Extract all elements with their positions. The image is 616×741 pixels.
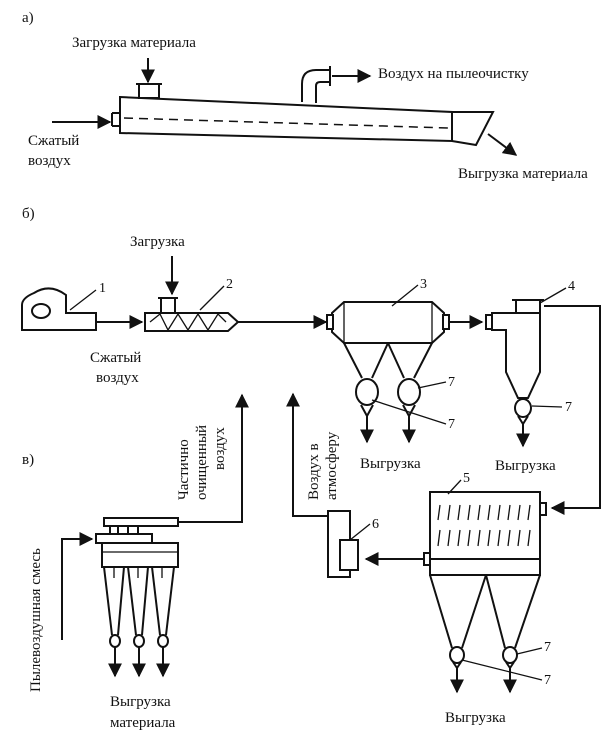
label-unload-material-a: Выгрузка материала bbox=[458, 166, 588, 182]
label-partly-clean-line1: Частично bbox=[176, 439, 192, 500]
blower-unit-1 bbox=[21, 287, 97, 331]
cyclone-4 bbox=[485, 299, 544, 426]
screw-feeder-2 bbox=[144, 297, 240, 332]
number-1: 1 bbox=[99, 281, 106, 296]
number-6: 6 bbox=[372, 517, 379, 532]
label-to-atmosphere-line2: атмосферу bbox=[324, 431, 340, 500]
label-load-b: Загрузка bbox=[130, 234, 185, 250]
pneumatic-dryer-tube bbox=[111, 66, 495, 147]
label-load-material: Загрузка материала bbox=[72, 35, 196, 51]
label-unload-dryer: Выгрузка bbox=[360, 456, 421, 472]
label-unload-material-v-line1: Выгрузка bbox=[110, 694, 171, 710]
label-unload-material-v-line2: материала bbox=[110, 715, 176, 731]
number-7-dryer-bottom: 7 bbox=[448, 417, 455, 432]
label-unload-filter: Выгрузка bbox=[445, 710, 506, 726]
label-partly-clean-line2: очищенный bbox=[194, 425, 210, 500]
number-4: 4 bbox=[568, 279, 575, 294]
number-7-dryer-right: 7 bbox=[448, 375, 455, 390]
dryer-chamber-3 bbox=[326, 301, 450, 419]
label-unload-cyclone: Выгрузка bbox=[495, 458, 556, 474]
arrow-partly-cleaned-air bbox=[178, 393, 249, 523]
part-b-letter: б) bbox=[22, 206, 35, 222]
label-compressed-air-b-line2: воздух bbox=[96, 370, 139, 386]
arrow-unload-a bbox=[487, 133, 518, 156]
battery-cyclone bbox=[95, 517, 179, 648]
label-dust-air-mix: Пылевоздушная смесь bbox=[28, 548, 44, 692]
part-v-letter: в) bbox=[22, 452, 34, 468]
label-air-to-dust-cleaning: Воздух на пылеочистку bbox=[378, 66, 529, 82]
bag-filter-5 bbox=[423, 491, 547, 670]
label-compressed-air-a-line1: Сжатый bbox=[28, 133, 79, 149]
label-to-atmosphere-line1: Воздух в bbox=[306, 443, 322, 500]
arrow-dust-air-inlet bbox=[61, 532, 94, 640]
number-7-cyclone: 7 bbox=[565, 400, 572, 415]
number-7-filter-right: 7 bbox=[544, 640, 551, 655]
number-3: 3 bbox=[420, 277, 427, 292]
exhaust-fan-6 bbox=[327, 510, 359, 578]
part-a-letter: а) bbox=[22, 10, 34, 26]
label-compressed-air-b-line1: Сжатый bbox=[90, 350, 141, 366]
label-partly-clean-line3: воздух bbox=[212, 427, 228, 470]
pipe-cyclone-to-filter bbox=[544, 305, 601, 515]
arrow-air-to-atmosphere bbox=[286, 392, 328, 517]
number-7-filter-bottom: 7 bbox=[544, 673, 551, 688]
number-2: 2 bbox=[226, 277, 233, 292]
label-compressed-air-a-line2: воздух bbox=[28, 153, 71, 169]
number-5: 5 bbox=[463, 471, 470, 486]
